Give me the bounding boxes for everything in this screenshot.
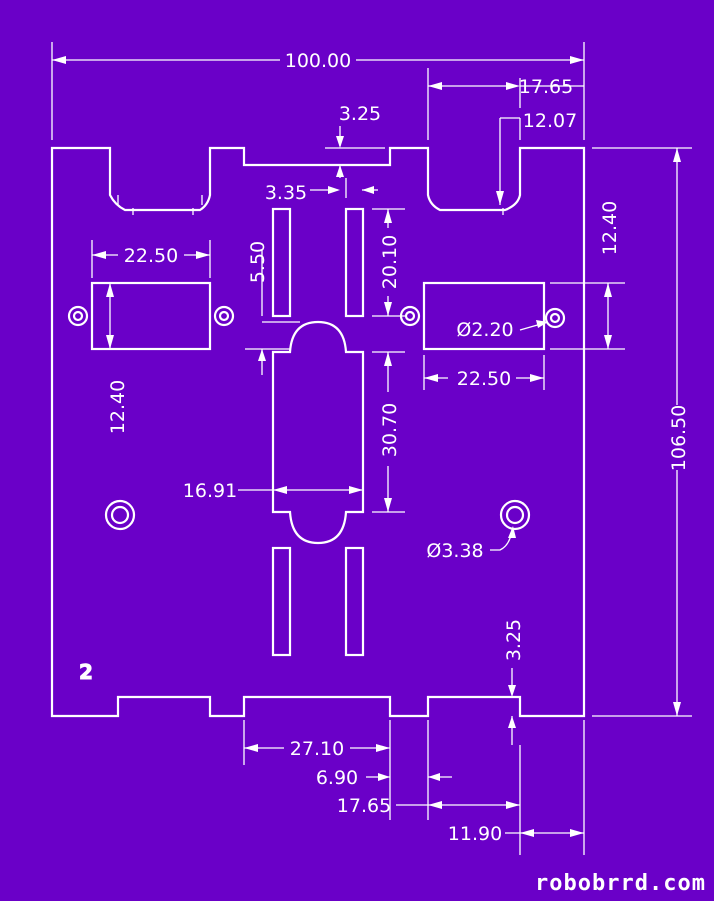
dim-right-slot-offset: [427, 68, 584, 140]
dim-slot-gap: [310, 178, 378, 198]
label-bottom-gap: 6.90: [316, 767, 358, 789]
center-cutout: [271, 320, 365, 545]
label-top-notch-depth: 3.25: [339, 103, 381, 125]
label-overall-height: 106.50: [668, 405, 690, 471]
label-right-pad-width: 22.50: [457, 368, 511, 390]
dim-large-hole-leader: [490, 526, 516, 551]
label-overall-width: 100.00: [285, 50, 351, 72]
label-right-slot-width: 12.07: [523, 110, 577, 132]
dim-bottom-right-width: [505, 720, 585, 855]
label-slot-height: 20.10: [379, 235, 401, 289]
dim-bottom-gap: [366, 720, 452, 820]
large-hole-right: [499, 499, 531, 531]
dim-overall-width: [51, 42, 585, 140]
dim-slot-spacing: [245, 250, 300, 375]
label-slot-gap: 3.35: [265, 182, 307, 204]
dim-right-pad-height: [550, 282, 625, 350]
part-number: 2: [79, 660, 93, 684]
left-pad-cutout: [90, 281, 212, 351]
mount-hole-right-2: [544, 307, 566, 329]
label-center-cutout-height: 30.70: [379, 403, 401, 457]
label-center-cutout-width: 16.91: [183, 480, 237, 502]
label-right-pad-height: 12.40: [599, 201, 621, 255]
label-large-hole: Ø3.38: [426, 540, 483, 562]
dim-right-pad-width: [423, 355, 545, 390]
dim-overall-height: [592, 147, 692, 717]
dim-left-pad-height: [106, 283, 114, 349]
notch-ticks: [117, 195, 504, 215]
right-pad-cutout: [422, 281, 546, 351]
dim-mount-hole-leader: [519, 320, 549, 331]
dim-bottom-tab-width: [243, 720, 391, 820]
part-outline: [50, 146, 586, 718]
dim-center-cutout-width: [238, 486, 363, 494]
label-bottom-notch-depth: 3.25: [503, 619, 525, 661]
slot-bottom-right: [344, 546, 365, 657]
slot-top-left: [271, 207, 292, 318]
dim-top-notch-depth: [325, 126, 385, 178]
slot-bottom-left: [271, 546, 292, 657]
dim-bottom-notch-depth: [508, 668, 516, 745]
label-slot-spacing: 5.50: [247, 241, 269, 283]
label-right-slot-offset: 17.65: [519, 76, 573, 98]
dim-left-pad-width: [91, 240, 211, 278]
dim-slot-height: [372, 208, 405, 317]
label-bottom-right-offset: 17.65: [337, 795, 391, 817]
label-mount-hole: Ø2.20: [456, 319, 513, 341]
label-left-pad-height: 12.40: [107, 380, 129, 434]
brand-watermark: robobrrd.com: [535, 871, 706, 896]
dim-center-cutout-height: [372, 351, 405, 513]
mount-hole-left-1: [67, 305, 89, 327]
label-left-pad-width: 22.50: [124, 245, 178, 267]
dim-right-slot-width: [496, 117, 521, 205]
label-bottom-tab-width: 27.10: [290, 738, 344, 760]
large-hole-left: [104, 499, 136, 531]
slot-top-right: [344, 207, 365, 318]
label-bottom-right-width: 11.90: [448, 823, 502, 845]
mount-hole-left-2: [213, 305, 235, 327]
dim-bottom-right-offset: [396, 745, 521, 855]
